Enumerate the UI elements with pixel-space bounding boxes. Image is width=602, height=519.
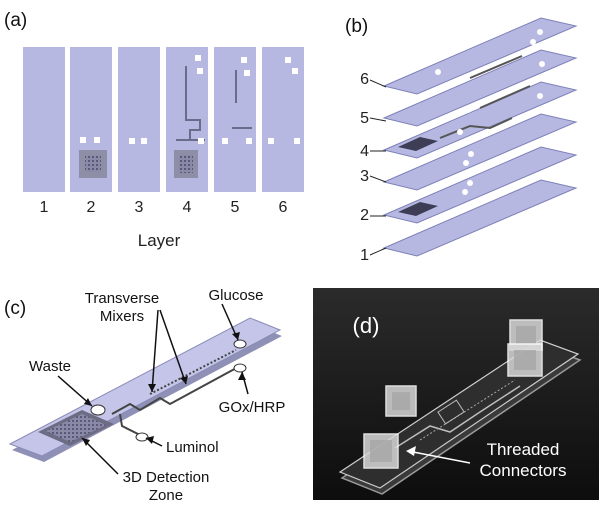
axis-label: Layer bbox=[138, 231, 181, 250]
exploded-layer-2 bbox=[382, 146, 578, 224]
layer-5-features bbox=[222, 57, 252, 144]
layer-numbers: 1 2 3 4 5 6 bbox=[40, 199, 288, 216]
svg-text:Connectors: Connectors bbox=[480, 461, 567, 480]
label-mixers: Transverse bbox=[85, 290, 159, 307]
layer-leaders bbox=[369, 79, 387, 256]
layer-strip-3 bbox=[118, 47, 160, 192]
chip-labels: Transverse Mixers Glucose Waste GOx/HRP … bbox=[29, 287, 285, 504]
connectors-label: Threaded Connectors bbox=[480, 440, 567, 480]
exploded-layer-number: 1 bbox=[360, 247, 369, 264]
layer-strips bbox=[23, 47, 304, 192]
layer-6-features bbox=[268, 57, 300, 144]
waste-port bbox=[90, 404, 106, 416]
exploded-layer-3 bbox=[382, 113, 578, 191]
panel-c-tag: (c) bbox=[4, 298, 26, 319]
gox-port bbox=[233, 363, 247, 373]
label-mixers: Mixers bbox=[100, 308, 144, 325]
layer-number: 5 bbox=[231, 199, 240, 216]
layer-2-features bbox=[79, 137, 107, 178]
connector-cube bbox=[385, 385, 417, 417]
label-luminol: Luminol bbox=[166, 439, 219, 456]
layer-number: 4 bbox=[183, 199, 192, 216]
layer-number: 6 bbox=[279, 199, 288, 216]
label-detection-zone: Zone bbox=[149, 487, 183, 504]
svg-text:Threaded: Threaded bbox=[487, 440, 560, 459]
label-gox: GOx/HRP bbox=[219, 399, 286, 416]
panel-a-tag: (a) bbox=[4, 10, 27, 31]
panel-d-tag: (d) bbox=[353, 313, 380, 338]
panel-b: (b) bbox=[345, 16, 578, 264]
channel bbox=[185, 66, 201, 140]
exploded-layer-numbers: 6 5 4 3 2 1 bbox=[360, 71, 369, 264]
exploded-layer-6 bbox=[382, 17, 578, 95]
layer-4-features bbox=[174, 55, 205, 178]
layer-strip-1 bbox=[23, 47, 65, 192]
panel-c: (c) bbox=[4, 287, 285, 504]
label-waste: Waste bbox=[29, 358, 71, 375]
callout-arrowheads bbox=[82, 332, 246, 446]
label-glucose: Glucose bbox=[208, 287, 263, 304]
layer-number: 2 bbox=[87, 199, 96, 216]
luminol-port bbox=[135, 432, 149, 442]
connector-cube bbox=[507, 343, 543, 377]
exploded-layer-number: 2 bbox=[360, 207, 369, 224]
exploded-layer-1 bbox=[382, 179, 578, 257]
panel-d: (d) Threaded Connectors bbox=[313, 288, 599, 500]
connector-cube bbox=[363, 433, 399, 469]
panel-a: (a) bbox=[4, 10, 304, 250]
exploded-layers bbox=[382, 17, 578, 257]
label-detection-zone: 3D Detection bbox=[123, 469, 210, 486]
chip-rendering bbox=[8, 317, 282, 462]
layer-number: 1 bbox=[40, 199, 49, 216]
panel-b-tag: (b) bbox=[345, 16, 368, 37]
threaded-connectors bbox=[363, 319, 543, 469]
glucose-port bbox=[233, 339, 247, 349]
layer-strip-5 bbox=[214, 47, 256, 192]
exploded-layer-5 bbox=[382, 49, 578, 127]
chip-photo bbox=[338, 339, 582, 495]
connectors-arrow bbox=[407, 450, 471, 464]
exploded-layer-number: 6 bbox=[360, 71, 369, 88]
exploded-layer-number: 3 bbox=[360, 168, 369, 185]
transverse-mixers bbox=[149, 349, 237, 395]
exploded-layer-number: 4 bbox=[360, 143, 369, 160]
exploded-layer-number: 5 bbox=[360, 110, 369, 127]
layer-number: 3 bbox=[135, 199, 144, 216]
layer-3-features bbox=[129, 138, 147, 144]
